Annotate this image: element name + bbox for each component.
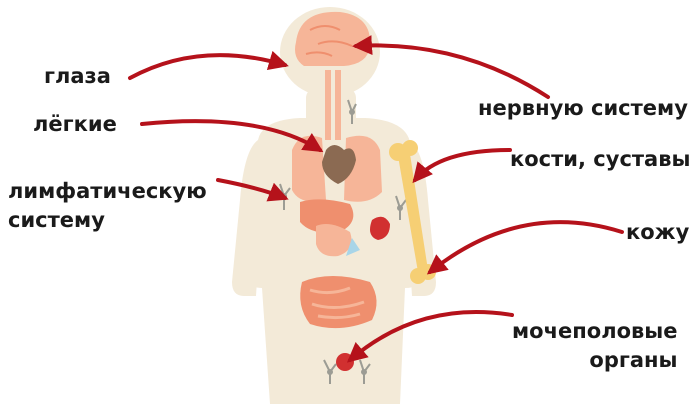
arrow-bones (415, 150, 510, 180)
label-eyes: глаза (44, 62, 111, 91)
genitourinary-organ (336, 353, 354, 371)
label-lymphatic-line1: лимфатическую (8, 177, 207, 206)
label-skin: кожу (626, 218, 689, 247)
label-lymphatic-line2: систему (8, 206, 207, 235)
label-bones-joints: кости, суставы (510, 145, 691, 174)
label-genitourinary: мочеполовые органы (512, 317, 678, 375)
label-genitourinary-line2: органы (512, 346, 678, 375)
arrow-nervous (356, 45, 548, 97)
label-nervous-system: нервную систему (478, 94, 688, 123)
intestines-organ (300, 276, 376, 328)
label-genitourinary-line1: мочеполовые (512, 317, 678, 346)
label-lungs: лёгкие (33, 110, 117, 139)
arrow-skin (430, 222, 622, 272)
arrow-eyes (130, 55, 285, 78)
label-lymphatic: лимфатическую систему (8, 177, 207, 235)
